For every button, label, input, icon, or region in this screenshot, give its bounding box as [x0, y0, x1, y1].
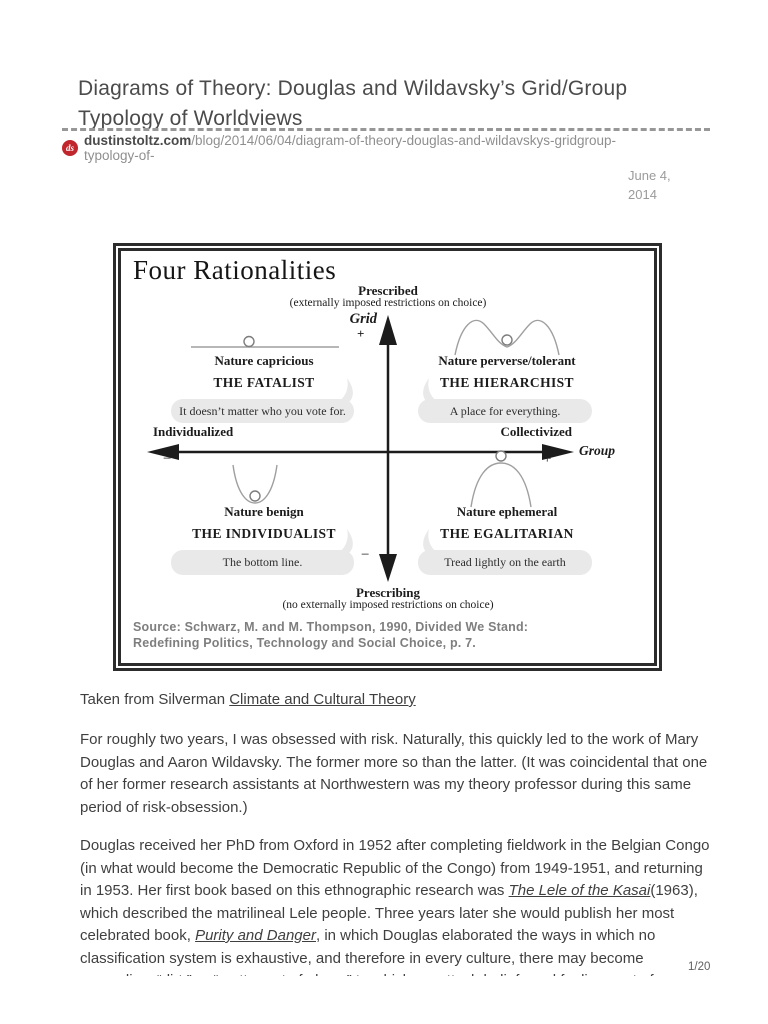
quadrant-individualist-name: THE INDIVIDUALIST: [192, 526, 336, 541]
page-title-line-2: Typology of Worldviews: [78, 107, 303, 130]
group-axis-plus: +: [543, 451, 552, 467]
source-url-link[interactable]: ds dustinstoltz.com/blog/2014/06/04/diag…: [62, 133, 662, 163]
inline-link[interactable]: Purity and Danger: [195, 927, 316, 944]
dashed-divider: [62, 128, 710, 131]
quadrant-egalitarian-quote-bubble: Tread lightly on the earth: [418, 550, 592, 575]
grid-group-diagram: Four Rationalities Prescribed (externall…: [113, 243, 662, 671]
post-date-line-1: June 4,: [628, 168, 671, 183]
grid-axis-arrow: [379, 315, 397, 582]
diagram-source-line-2: Redefining Politics, Technology and Soci…: [133, 636, 476, 650]
axis-left-label: Individualized: [153, 424, 234, 439]
grid-axis-plus: +: [357, 326, 365, 341]
post-date: June 4, 2014: [628, 166, 698, 204]
diagram-source-line-1: Source: Schwarz, M. and M. Thompson, 199…: [133, 620, 529, 634]
diagram-source-citation: Source: Schwarz, M. and M. Thompson, 199…: [133, 619, 633, 651]
quadrant-hierarchist-quote-bubble: A place for everything.: [418, 399, 592, 423]
grid-axis-label: Grid: [349, 311, 377, 327]
axis-bottom-sublabel: (no externally imposed restrictions on c…: [282, 599, 494, 611]
quadrant-fatalist-quote-bubble: It doesn’t matter who you vote for.: [171, 399, 354, 423]
diagram-title: Four Rationalities: [133, 255, 337, 285]
quadrant-fatalist-name: THE FATALIST: [213, 375, 315, 390]
ball-on-hill-icon: [470, 450, 532, 508]
inline-link[interactable]: The Lele of the Kasai: [508, 882, 651, 899]
diagram-graphics: [147, 315, 574, 582]
page-title: Diagrams of Theory: Douglas and Wildavsk…: [78, 74, 723, 134]
group-axis-arrow: [147, 444, 574, 460]
ball-in-basin-icon: [232, 464, 278, 504]
figure-caption: Taken from Silverman Climate and Cultura…: [80, 691, 416, 708]
quadrant-individualist-nature: Nature benign: [224, 504, 304, 519]
source-url-text[interactable]: dustinstoltz.com/blog/2014/06/04/diagram…: [84, 133, 662, 163]
source-url-domain[interactable]: dustinstoltz.com: [84, 133, 192, 148]
quadrant-hierarchist-nature: Nature perverse/tolerant: [438, 353, 576, 368]
axis-right-label: Collectivized: [500, 424, 572, 439]
article-paragraph-2: Douglas received her PhD from Oxford in …: [80, 837, 710, 976]
quadrant-fatalist-nature: Nature capricious: [214, 353, 314, 368]
quadrant-hierarchist-name: THE HIERARCHIST: [440, 375, 574, 390]
group-axis-label: Group: [579, 443, 616, 458]
axis-bottom-label: Prescribing: [355, 585, 421, 600]
article-paragraph-1: For roughly two years, I was obsessed wi…: [80, 731, 708, 816]
page-number-indicator: 1/20: [688, 961, 711, 973]
ball-on-flat-line-icon: [191, 335, 339, 348]
ball-in-double-valley-icon: [454, 319, 560, 356]
ds-monogram-icon: ds: [62, 140, 78, 156]
source-url-path[interactable]: /blog/2014/06/04/diagram-of-theory-dougl…: [84, 133, 616, 163]
quadrant-individualist-quote-bubble: The bottom line.: [171, 550, 354, 575]
axis-top-label: Prescribed: [358, 283, 418, 298]
quadrant-egalitarian-name: THE EGALITARIAN: [440, 526, 574, 541]
group-axis-minus: −: [163, 451, 172, 467]
page-title-line-1: Diagrams of Theory: Douglas and Wildavsk…: [78, 77, 628, 100]
grid-axis-minus: −: [361, 547, 370, 563]
post-date-line-2: 2014: [628, 187, 657, 202]
axis-top-sublabel: (externally imposed restrictions on choi…: [289, 297, 487, 309]
inline-link[interactable]: Climate and Cultural Theory: [229, 691, 416, 708]
quadrant-egalitarian-nature: Nature ephemeral: [456, 504, 558, 519]
